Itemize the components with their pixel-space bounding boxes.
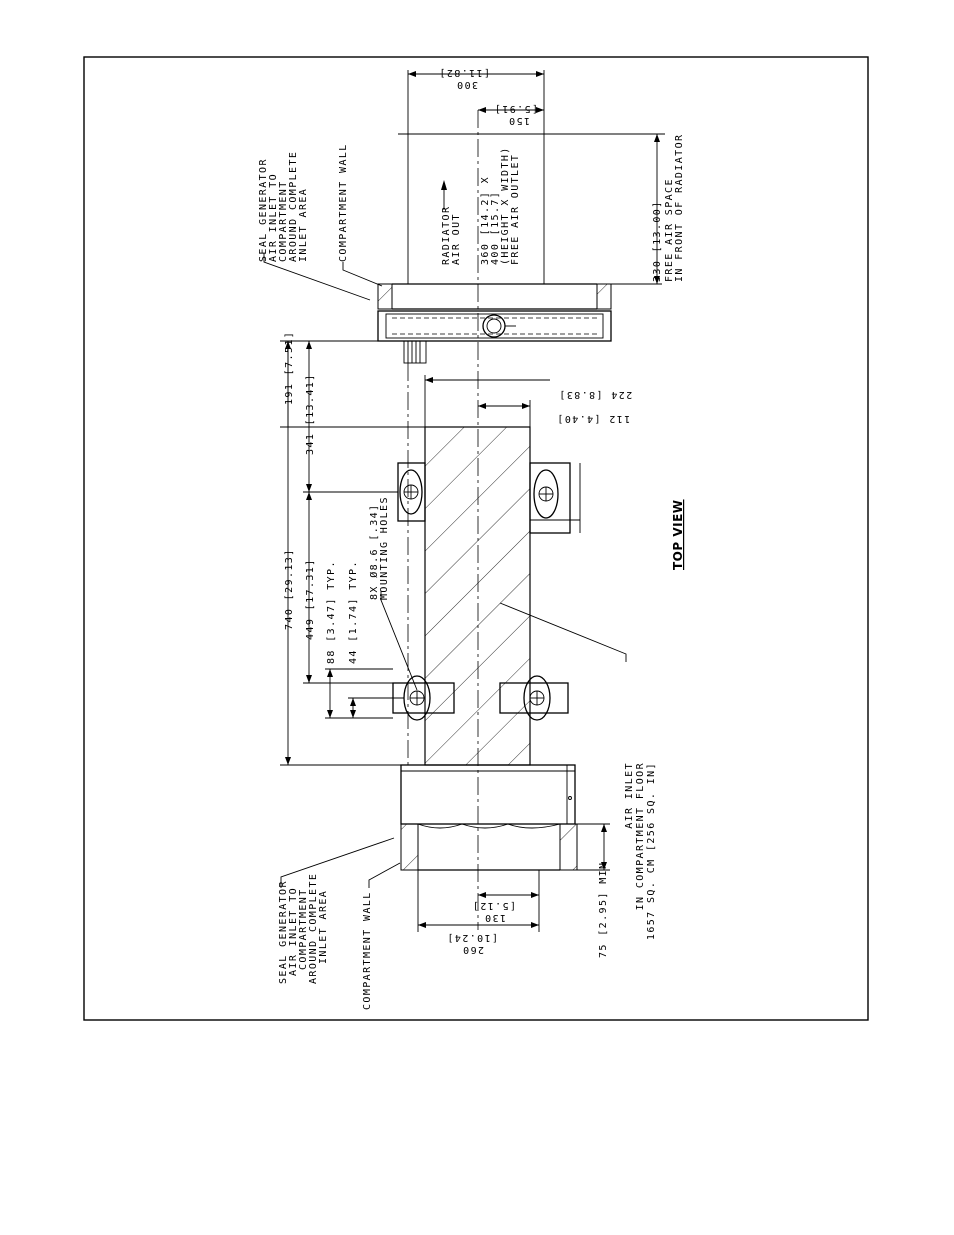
dim-740-label: 740 [29.13] — [284, 548, 295, 630]
free-air-space-line-3: IN FRONT OF RADIATOR — [674, 134, 685, 282]
free-air-space-line-2: FREE AIR SPACE — [664, 178, 675, 282]
outlet-size-line-4: FREE AIR OUTLET — [510, 154, 521, 265]
dim-300-value: 300 — [456, 79, 478, 90]
dim-260-inch: [10.24] — [446, 932, 498, 943]
dim-130-value: 130 — [484, 912, 506, 923]
air-inlet-line-1: AIR INLET — [624, 762, 635, 829]
dim-130-inch: [5.12] — [471, 900, 516, 911]
seal-top-line-5: INLET AREA — [298, 188, 309, 262]
seal-bottom-line-4: AROUND COMPLETE — [308, 873, 319, 984]
radiator-air-out-line-1: RADIATOR — [441, 206, 452, 265]
outlet-size-line-2: 400 [15.7] — [490, 191, 501, 265]
outlet-size-line-3: (HEIGHT X WIDTH) — [500, 146, 511, 265]
compartment-wall-bottom-label: COMPARTMENT WALL — [362, 891, 373, 1010]
seal-top-line-2: AIR INLET TO — [268, 173, 279, 262]
mounting-holes-line-2: MOUNTING HOLES — [379, 496, 390, 600]
compartment-wall-left-top — [377, 283, 393, 310]
radiator-cap — [482, 314, 506, 338]
dim-112-label: 112 [4.40] — [556, 413, 630, 424]
mount-lower-right — [499, 675, 569, 721]
seal-bottom-line-2: AIR INLET TO — [288, 887, 299, 976]
seal-bottom-line-3: COMPARTMENT — [298, 888, 309, 970]
dim-224-label: 224 [8.83] — [558, 389, 632, 400]
air-inlet-hatched-area — [424, 426, 531, 766]
dim-260-value: 260 — [462, 944, 484, 955]
compartment-wall-right-top — [596, 283, 612, 310]
outlet-size-line-1: 360 [14.2] X — [480, 176, 491, 265]
mount-upper-right — [529, 462, 581, 534]
compartment-wall-top-label: COMPARTMENT WALL — [338, 143, 349, 262]
mounting-holes-line-1: 8X Ø8.6 [.34] — [368, 504, 380, 600]
dim-341-label: 341 [13.41] — [305, 373, 316, 455]
dim-150-inch: [5.91] — [493, 103, 538, 114]
seal-top-line-4: AROUND COMPLETE — [288, 151, 299, 262]
generator-assembly — [400, 764, 578, 871]
air-inlet-line-2: IN COMPARTMENT FLOOR — [635, 762, 646, 910]
dim-75-label: 75 [2.95] MIN — [598, 862, 609, 958]
compartment-wall-left-bottom — [400, 823, 419, 871]
seal-bottom-line-5: INLET AREA — [318, 890, 329, 964]
compartment-wall-right-bottom — [559, 823, 578, 871]
dim-44-label: 44 [1.74] TYP. — [348, 560, 359, 664]
air-inlet-line-3: 1657 SQ. CM [256 SQ. IN] — [646, 762, 657, 940]
mount-upper-left — [397, 462, 426, 522]
dim-449-label: 449 [17.31] — [305, 558, 316, 640]
radiator-air-out-line-2: AIR OUT — [451, 213, 462, 265]
drawing-border — [83, 56, 869, 1021]
view-title: TOP VIEW — [671, 499, 685, 570]
seal-bottom-line-1: SEAL GENERATOR — [278, 880, 289, 984]
dim-150-value: 150 — [508, 115, 530, 126]
seal-top-line-1: SEAL GENERATOR — [258, 158, 269, 262]
dim-88-label: 88 [3.47] TYP. — [326, 560, 337, 664]
seal-top-line-3: COMPARTMENT — [278, 180, 289, 262]
dim-300-inch: [11.82] — [438, 67, 490, 78]
radiator-assembly — [377, 283, 612, 364]
free-air-space-line-1: 330 [13.00] — [652, 200, 663, 282]
dim-191-label: 191 [7.51] — [284, 331, 295, 405]
